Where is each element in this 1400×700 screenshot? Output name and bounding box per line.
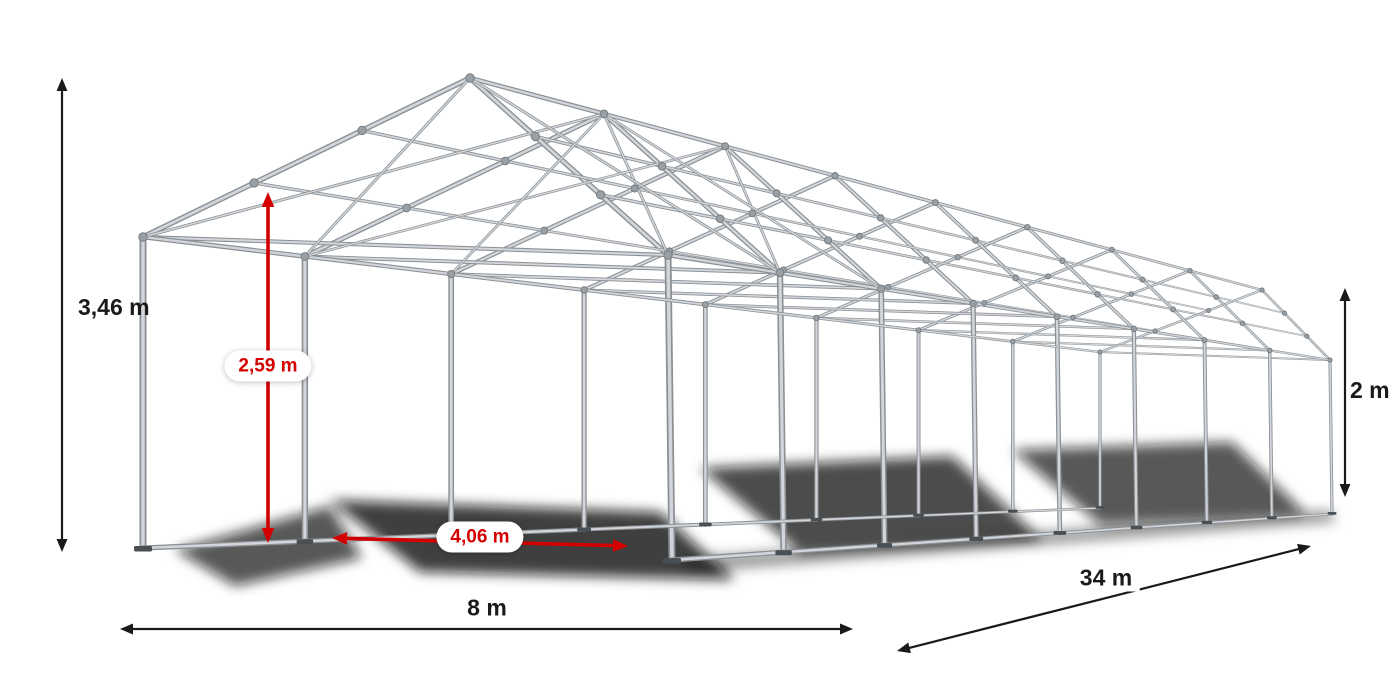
width-label: 8 m bbox=[459, 594, 515, 622]
inner-height-label: 2,59 m bbox=[224, 350, 312, 382]
total-height-label: 3,46 m bbox=[78, 294, 150, 320]
bay-spacing-label: 4,06 m bbox=[436, 521, 524, 553]
side-height-label: 2 m bbox=[1350, 377, 1390, 403]
length-label: 34 m bbox=[1071, 564, 1141, 592]
